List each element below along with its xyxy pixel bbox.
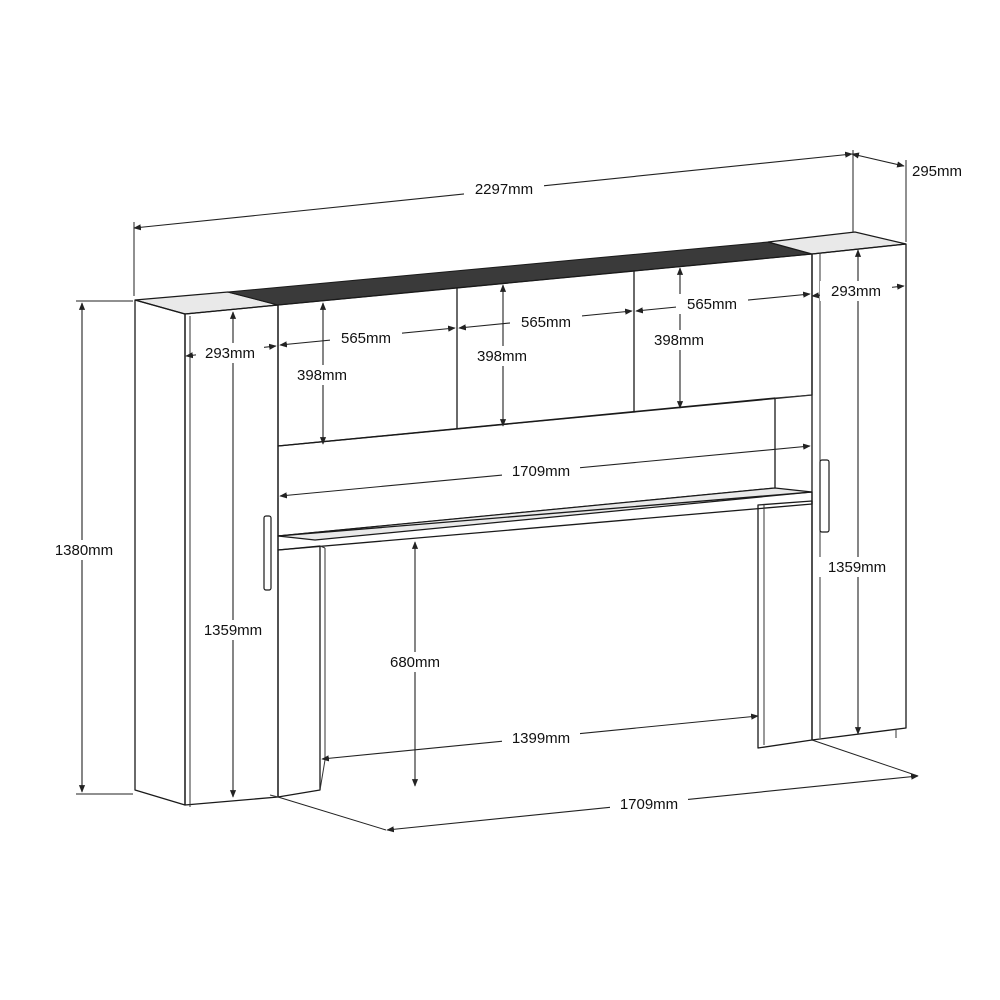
label-total-height: 1380mm bbox=[55, 542, 113, 559]
left-support-front bbox=[277, 545, 321, 798]
label-total-width: 2297mm bbox=[475, 181, 533, 198]
right-wardrobe-column bbox=[767, 231, 907, 741]
top-bridge-cabinets bbox=[227, 241, 813, 537]
label-cabinet-width-3: 565mm bbox=[687, 296, 737, 313]
label-right-column-height: 1359mm bbox=[828, 559, 886, 576]
right-support-panel bbox=[757, 500, 813, 749]
label-left-column-height: 1359mm bbox=[204, 622, 262, 639]
left-support-panel bbox=[277, 545, 326, 798]
label-shelf-width: 1709mm bbox=[512, 463, 570, 480]
dim-depth-line bbox=[851, 152, 905, 168]
label-cabinet-height-3: 398mm bbox=[654, 332, 704, 349]
label-left-column-depth: 293mm bbox=[205, 345, 255, 362]
label-cabinet-height-1: 398mm bbox=[297, 367, 347, 384]
right-support-front bbox=[757, 500, 813, 749]
label-cabinet-width-1: 565mm bbox=[341, 330, 391, 347]
label-cabinet-height-2: 398mm bbox=[477, 348, 527, 365]
label-depth: 295mm bbox=[912, 163, 962, 180]
desk-shelf bbox=[277, 487, 813, 551]
label-bridge-height: 680mm bbox=[390, 654, 440, 671]
label-right-column-depth: 293mm bbox=[831, 283, 881, 300]
shelf-front bbox=[277, 491, 813, 551]
right-column-front bbox=[811, 243, 907, 741]
right-door-handle bbox=[819, 459, 830, 533]
left-wardrobe-column bbox=[134, 291, 279, 806]
dimension-labels: 2297mm 295mm 1380mm 293mm 1359mm 293mm 1… bbox=[45, 163, 962, 814]
label-bridge-inner-width: 1399mm bbox=[512, 730, 570, 747]
left-door-handle bbox=[263, 515, 272, 591]
label-floor-width: 1709mm bbox=[620, 796, 678, 813]
label-cabinet-width-2: 565mm bbox=[521, 314, 571, 331]
left-column-side bbox=[134, 299, 186, 806]
